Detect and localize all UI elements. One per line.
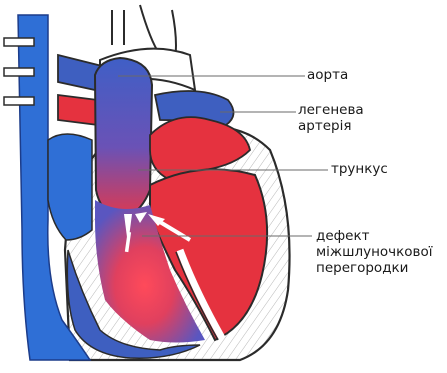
label-truncus-text: трункус bbox=[331, 161, 388, 177]
label-truncus: трункус bbox=[331, 161, 388, 177]
label-aorta-text: аорта bbox=[307, 67, 348, 83]
label-pulmonary-artery: легенева артерія bbox=[298, 102, 364, 134]
truncus-vessel bbox=[95, 58, 152, 220]
label-aorta: аорта bbox=[307, 67, 348, 83]
pulmonary-vein-left bbox=[58, 95, 98, 125]
label-pulmonary-line1: легенева bbox=[298, 102, 364, 118]
right-atrium bbox=[48, 134, 92, 240]
label-vsd: дефект міжшлуночкової перегородки bbox=[316, 228, 433, 276]
label-vsd-line1: дефект bbox=[316, 228, 433, 244]
label-vsd-line2: міжшлуночкової bbox=[316, 244, 433, 260]
label-vsd-line3: перегородки bbox=[316, 260, 433, 276]
label-pulmonary-line2: артерія bbox=[298, 118, 364, 134]
